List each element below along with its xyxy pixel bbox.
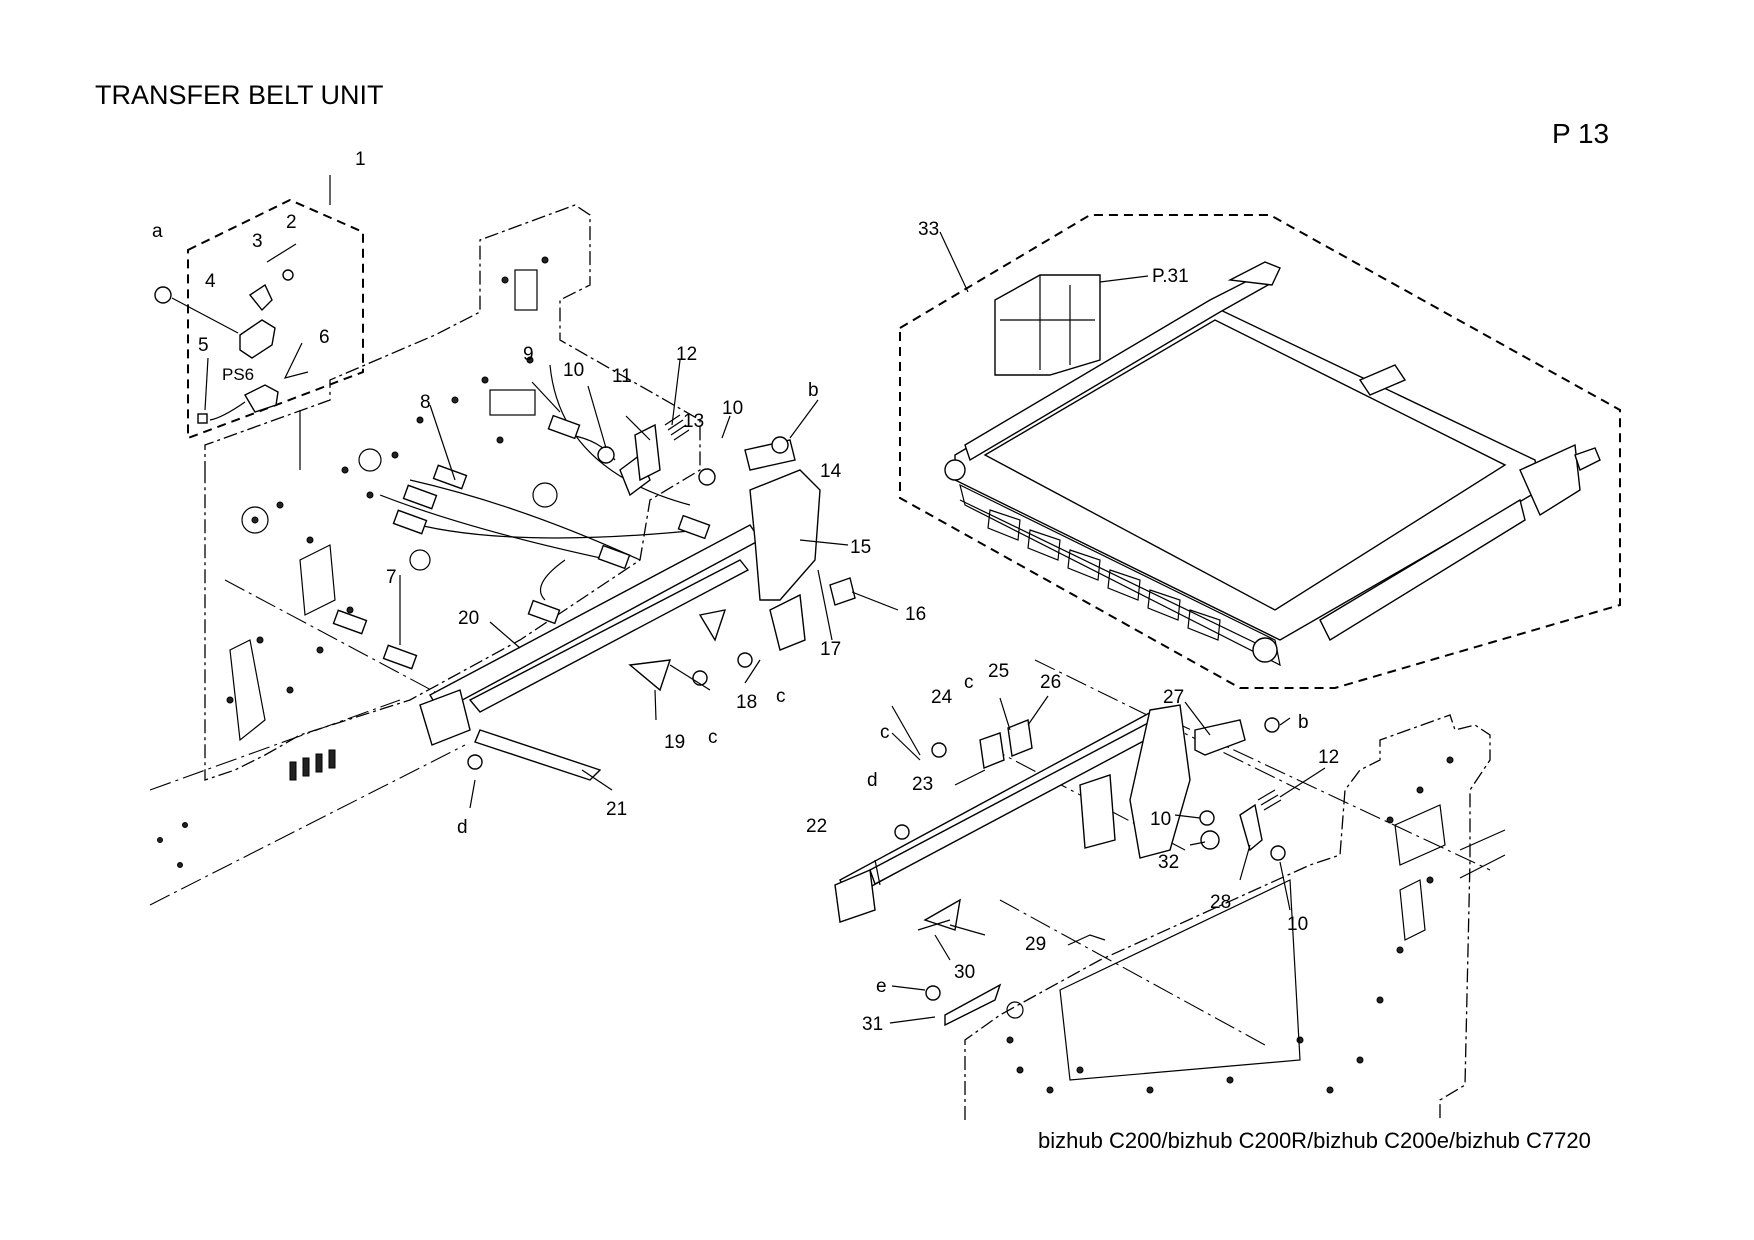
callout-29: 29 — [1025, 934, 1046, 955]
callout-10a: 10 — [563, 360, 584, 381]
callout-28: 28 — [1210, 892, 1231, 913]
callout-12a: 12 — [676, 344, 697, 365]
callout-d2: d — [867, 770, 878, 791]
callout-ps6: PS6 — [222, 365, 254, 384]
model-footer: bizhub C200/bizhub C200R/bizhub C200e/bi… — [1038, 1128, 1591, 1153]
callout-2: 2 — [286, 212, 297, 233]
callout-10c: 10 — [1150, 809, 1171, 830]
callout-21: 21 — [606, 799, 627, 820]
callout-30: 30 — [954, 962, 975, 983]
callout-18: 18 — [736, 692, 757, 713]
callout-33: 33 — [918, 219, 939, 240]
callout-9: 9 — [523, 344, 534, 365]
callout-31: 31 — [862, 1014, 883, 1035]
callout-5: 5 — [198, 335, 209, 356]
callout-p31: P.31 — [1152, 266, 1189, 287]
callout-8: 8 — [420, 392, 431, 413]
callout-3: 3 — [252, 231, 263, 252]
callout-a: a — [152, 221, 163, 242]
callout-c1: c — [776, 686, 786, 707]
leader-lines-left — [399, 359, 899, 809]
callout-d1: d — [457, 817, 468, 838]
callout-c3: c — [964, 672, 974, 693]
screw-a — [154, 286, 172, 304]
callout-17: 17 — [820, 639, 841, 660]
callout-32: 32 — [1158, 852, 1179, 873]
callout-22: 22 — [806, 816, 827, 837]
callout-1: 1 — [355, 149, 366, 170]
callout-b1: b — [808, 380, 819, 401]
callout-16: 16 — [905, 604, 926, 625]
right-rail-parts — [834, 704, 1286, 1027]
callout-10b: 10 — [722, 398, 743, 419]
callout-6: 6 — [319, 327, 330, 348]
harness-and-rail — [332, 364, 856, 781]
callout-4: 4 — [205, 271, 216, 292]
transfer-belt-unit-assembly — [899, 214, 1621, 689]
left-frame-plate — [149, 204, 701, 906]
callout-labels: 1 a 2 3 4 5 6 PS6 7 8 9 10 11 12 13 10 b… — [152, 149, 1339, 1035]
right-frame-plate — [964, 659, 1506, 1120]
callout-26: 26 — [1040, 672, 1061, 693]
callout-23: 23 — [912, 774, 933, 795]
sensor-assembly-group — [171, 175, 364, 440]
callout-14: 14 — [820, 461, 842, 482]
callout-19: 19 — [664, 732, 685, 753]
callout-7: 7 — [386, 567, 397, 588]
callout-13: 13 — [683, 411, 704, 432]
leader-lines-right — [874, 695, 1326, 1024]
callout-c2: c — [708, 727, 718, 748]
callout-11: 11 — [612, 366, 632, 387]
callout-b2: b — [1298, 712, 1309, 733]
callout-24: 24 — [931, 687, 953, 708]
callout-c4: c — [880, 722, 890, 743]
callout-e: e — [876, 976, 887, 997]
page-title: TRANSFER BELT UNIT — [95, 80, 384, 110]
callout-20: 20 — [458, 608, 479, 629]
page-number: P 13 — [1552, 118, 1610, 149]
callout-15: 15 — [850, 537, 871, 558]
callout-10d: 10 — [1287, 914, 1308, 935]
callout-27: 27 — [1163, 687, 1184, 708]
callout-25: 25 — [988, 661, 1009, 682]
callout-12b: 12 — [1318, 747, 1339, 768]
